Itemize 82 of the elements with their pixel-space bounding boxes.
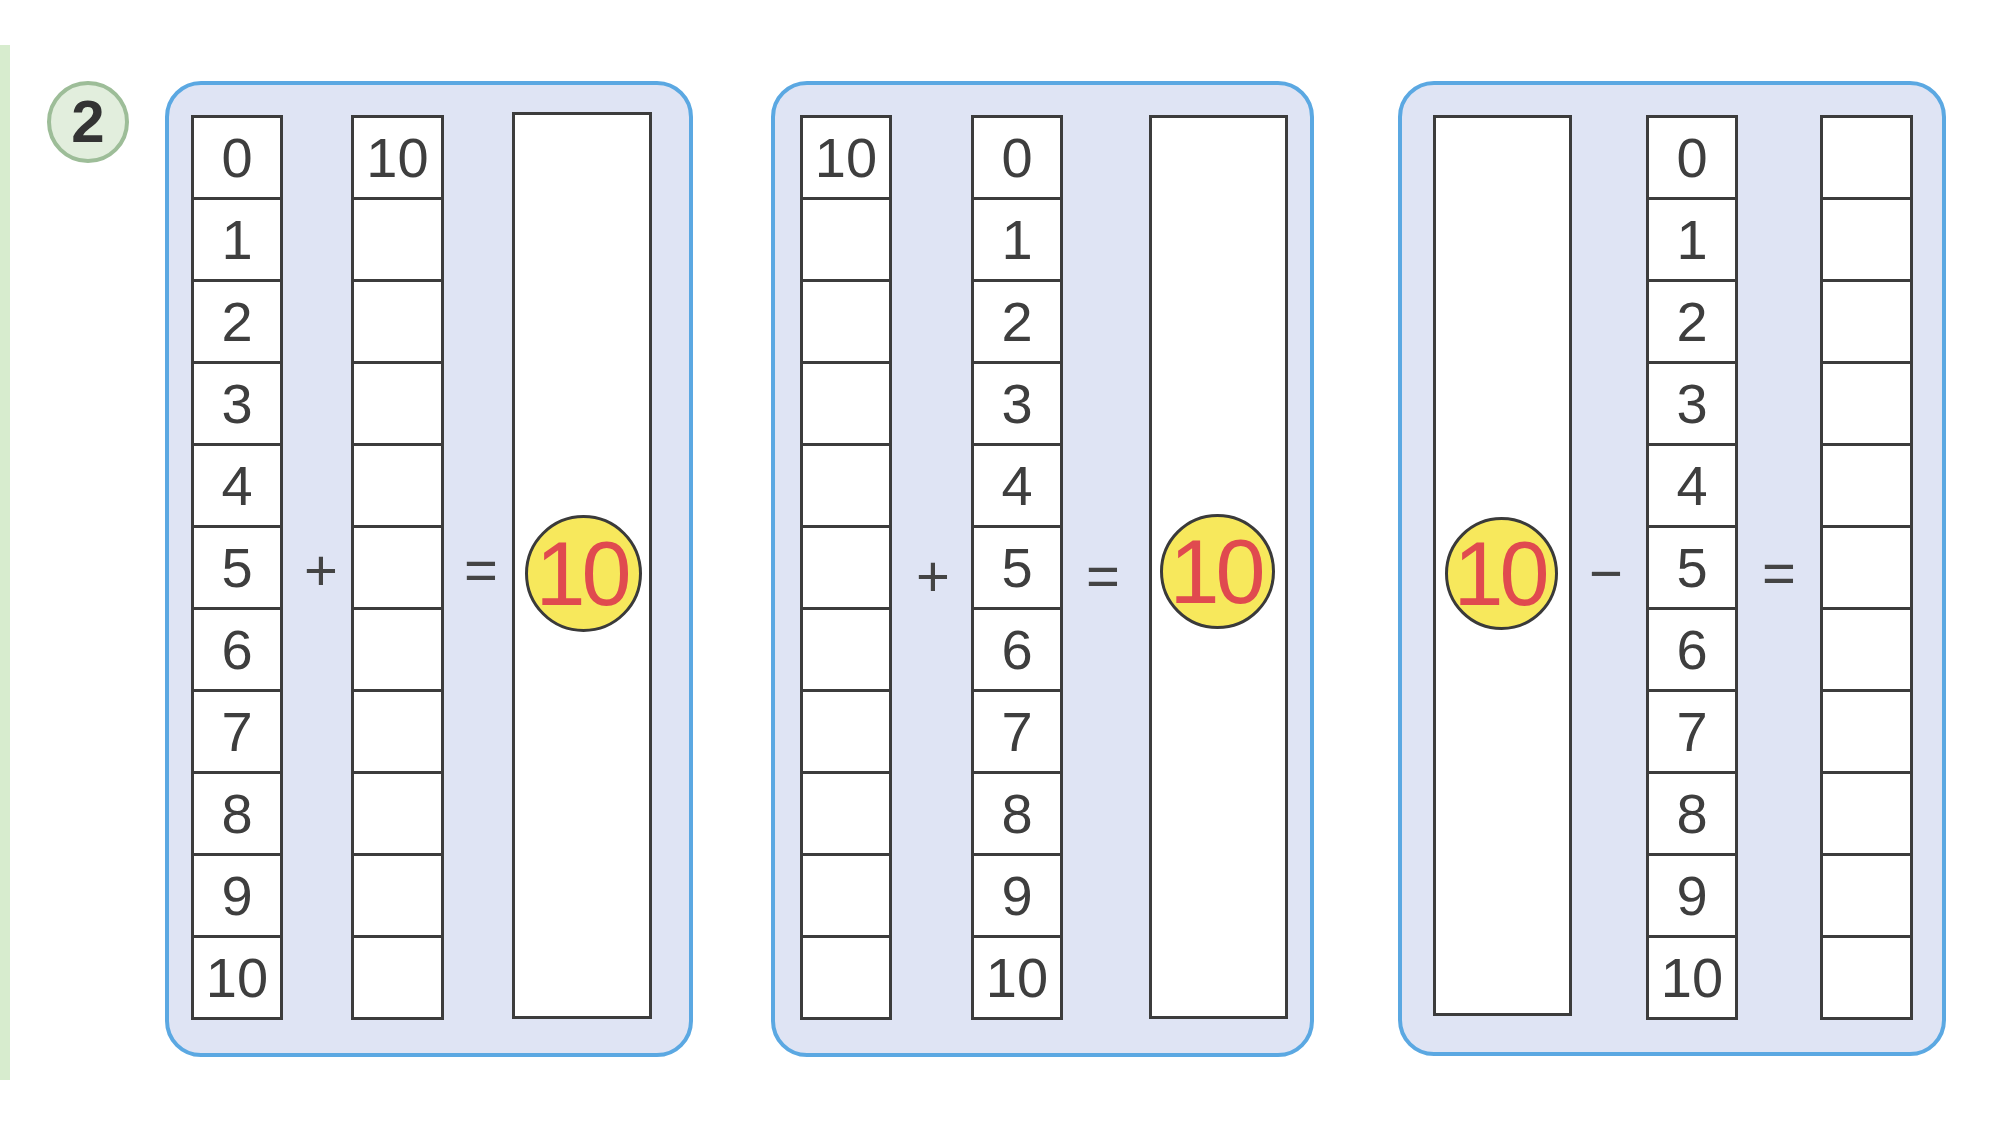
number-cell: 5 (1646, 525, 1738, 610)
answer-box (800, 279, 892, 364)
answer-box (351, 689, 444, 774)
answer-box (351, 935, 444, 1020)
number-circle: 10 (1160, 514, 1275, 629)
tall-answer-box (512, 112, 652, 1019)
number-cell: 7 (1646, 689, 1738, 774)
tall-answer-box (1149, 115, 1288, 1019)
number-cell: 8 (191, 771, 283, 856)
answer-box (351, 607, 444, 692)
answer-box (1820, 197, 1913, 282)
number-cell: 10 (351, 115, 444, 200)
number-cell: 9 (971, 853, 1063, 938)
number-cell: 10 (800, 115, 892, 200)
operator-sign: + (915, 546, 951, 606)
number-cell: 6 (191, 607, 283, 692)
number-cell: 8 (1646, 771, 1738, 856)
answer-box (351, 279, 444, 364)
number-cell: 10 (971, 935, 1063, 1020)
operator-sign: − (1588, 543, 1624, 603)
answer-box (1820, 689, 1913, 774)
answer-box (351, 771, 444, 856)
number-cell: 7 (191, 689, 283, 774)
number-cell: 0 (191, 115, 283, 200)
number-cell: 3 (971, 361, 1063, 446)
answer-box (1820, 771, 1913, 856)
operator-sign: = (1761, 543, 1797, 603)
number-cell: 2 (971, 279, 1063, 364)
number-cell: 4 (191, 443, 283, 528)
answer-box (800, 853, 892, 938)
answer-box (800, 197, 892, 282)
answer-box (351, 361, 444, 446)
answer-box (800, 607, 892, 692)
answer-box (800, 935, 892, 1020)
answer-box (1820, 443, 1913, 528)
number-cell: 9 (191, 853, 283, 938)
number-cell: 0 (1646, 115, 1738, 200)
number-cell: 6 (971, 607, 1063, 692)
answer-box (1820, 115, 1913, 200)
answer-box (800, 361, 892, 446)
number-cell: 3 (191, 361, 283, 446)
number-cell: 1 (971, 197, 1063, 282)
operator-sign: + (303, 540, 339, 600)
answer-box (800, 525, 892, 610)
answer-box (1820, 361, 1913, 446)
number-circle: 10 (525, 515, 642, 632)
number-cell: 1 (191, 197, 283, 282)
number-cell: 10 (191, 935, 283, 1020)
answer-box (1820, 279, 1913, 364)
number-cell: 0 (971, 115, 1063, 200)
number-cell: 2 (1646, 279, 1738, 364)
answer-box (1820, 935, 1913, 1020)
answer-box (1820, 525, 1913, 610)
number-cell: 1 (1646, 197, 1738, 282)
number-cell: 4 (1646, 443, 1738, 528)
answer-box (1820, 607, 1913, 692)
number-cell: 9 (1646, 853, 1738, 938)
number-cell: 10 (1646, 935, 1738, 1020)
number-cell: 3 (1646, 361, 1738, 446)
operator-sign: = (463, 540, 499, 600)
task-number-badge: 2 (47, 81, 129, 163)
operator-sign: = (1085, 546, 1121, 606)
number-cell: 8 (971, 771, 1063, 856)
answer-box (800, 689, 892, 774)
answer-box (1820, 853, 1913, 938)
tall-answer-box (1433, 115, 1572, 1016)
rounded-panel (165, 81, 693, 1057)
number-cell: 6 (1646, 607, 1738, 692)
number-circle: 10 (1445, 517, 1558, 630)
answer-box (351, 853, 444, 938)
number-cell: 5 (971, 525, 1063, 610)
number-cell: 7 (971, 689, 1063, 774)
number-cell: 4 (971, 443, 1063, 528)
answer-box (800, 771, 892, 856)
answer-box (351, 197, 444, 282)
rounded-panel (1398, 81, 1946, 1056)
number-cell: 2 (191, 279, 283, 364)
answer-box (351, 525, 444, 610)
rounded-panel (771, 81, 1314, 1057)
answer-box (800, 443, 892, 528)
answer-box (351, 443, 444, 528)
number-cell: 5 (191, 525, 283, 610)
